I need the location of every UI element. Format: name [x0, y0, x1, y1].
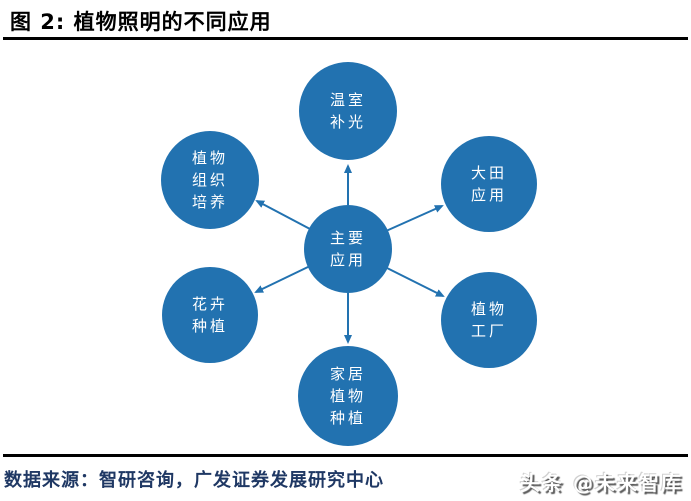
title-divider: [3, 37, 688, 40]
footer-divider: [3, 454, 688, 457]
arrow-to-flower: [254, 265, 311, 293]
connector-arrows: [254, 164, 445, 344]
node-flower-planting: 花卉 种植: [162, 267, 258, 363]
arrow-to-plant-factory: [384, 266, 445, 297]
data-source-text: 数据来源：智研咨询，广发证券发展研究中心: [4, 470, 384, 491]
node-main-application: 主要 应用: [304, 205, 392, 293]
node-greenhouse-supplemental-light: 温室 补光: [299, 62, 397, 160]
node-home-plant-growing: 家居 植物 种植: [298, 346, 398, 446]
radial-diagram: 主要 应用 温室 补光 大田 应用 植物 工厂 家居 植物 种植 花卉 种植 植…: [0, 44, 691, 454]
watermark-text: 头条 @未来智库: [520, 471, 683, 495]
node-open-field-application: 大田 应用: [441, 136, 537, 232]
arrow-to-tissue-culture: [255, 200, 311, 230]
arrow-to-field: [385, 205, 444, 232]
figure-title: 图 2: 植物照明的不同应用: [10, 10, 272, 34]
node-plant-tissue-culture: 植物 组织 培养: [161, 131, 259, 229]
node-plant-factory: 植物 工厂: [441, 272, 537, 368]
